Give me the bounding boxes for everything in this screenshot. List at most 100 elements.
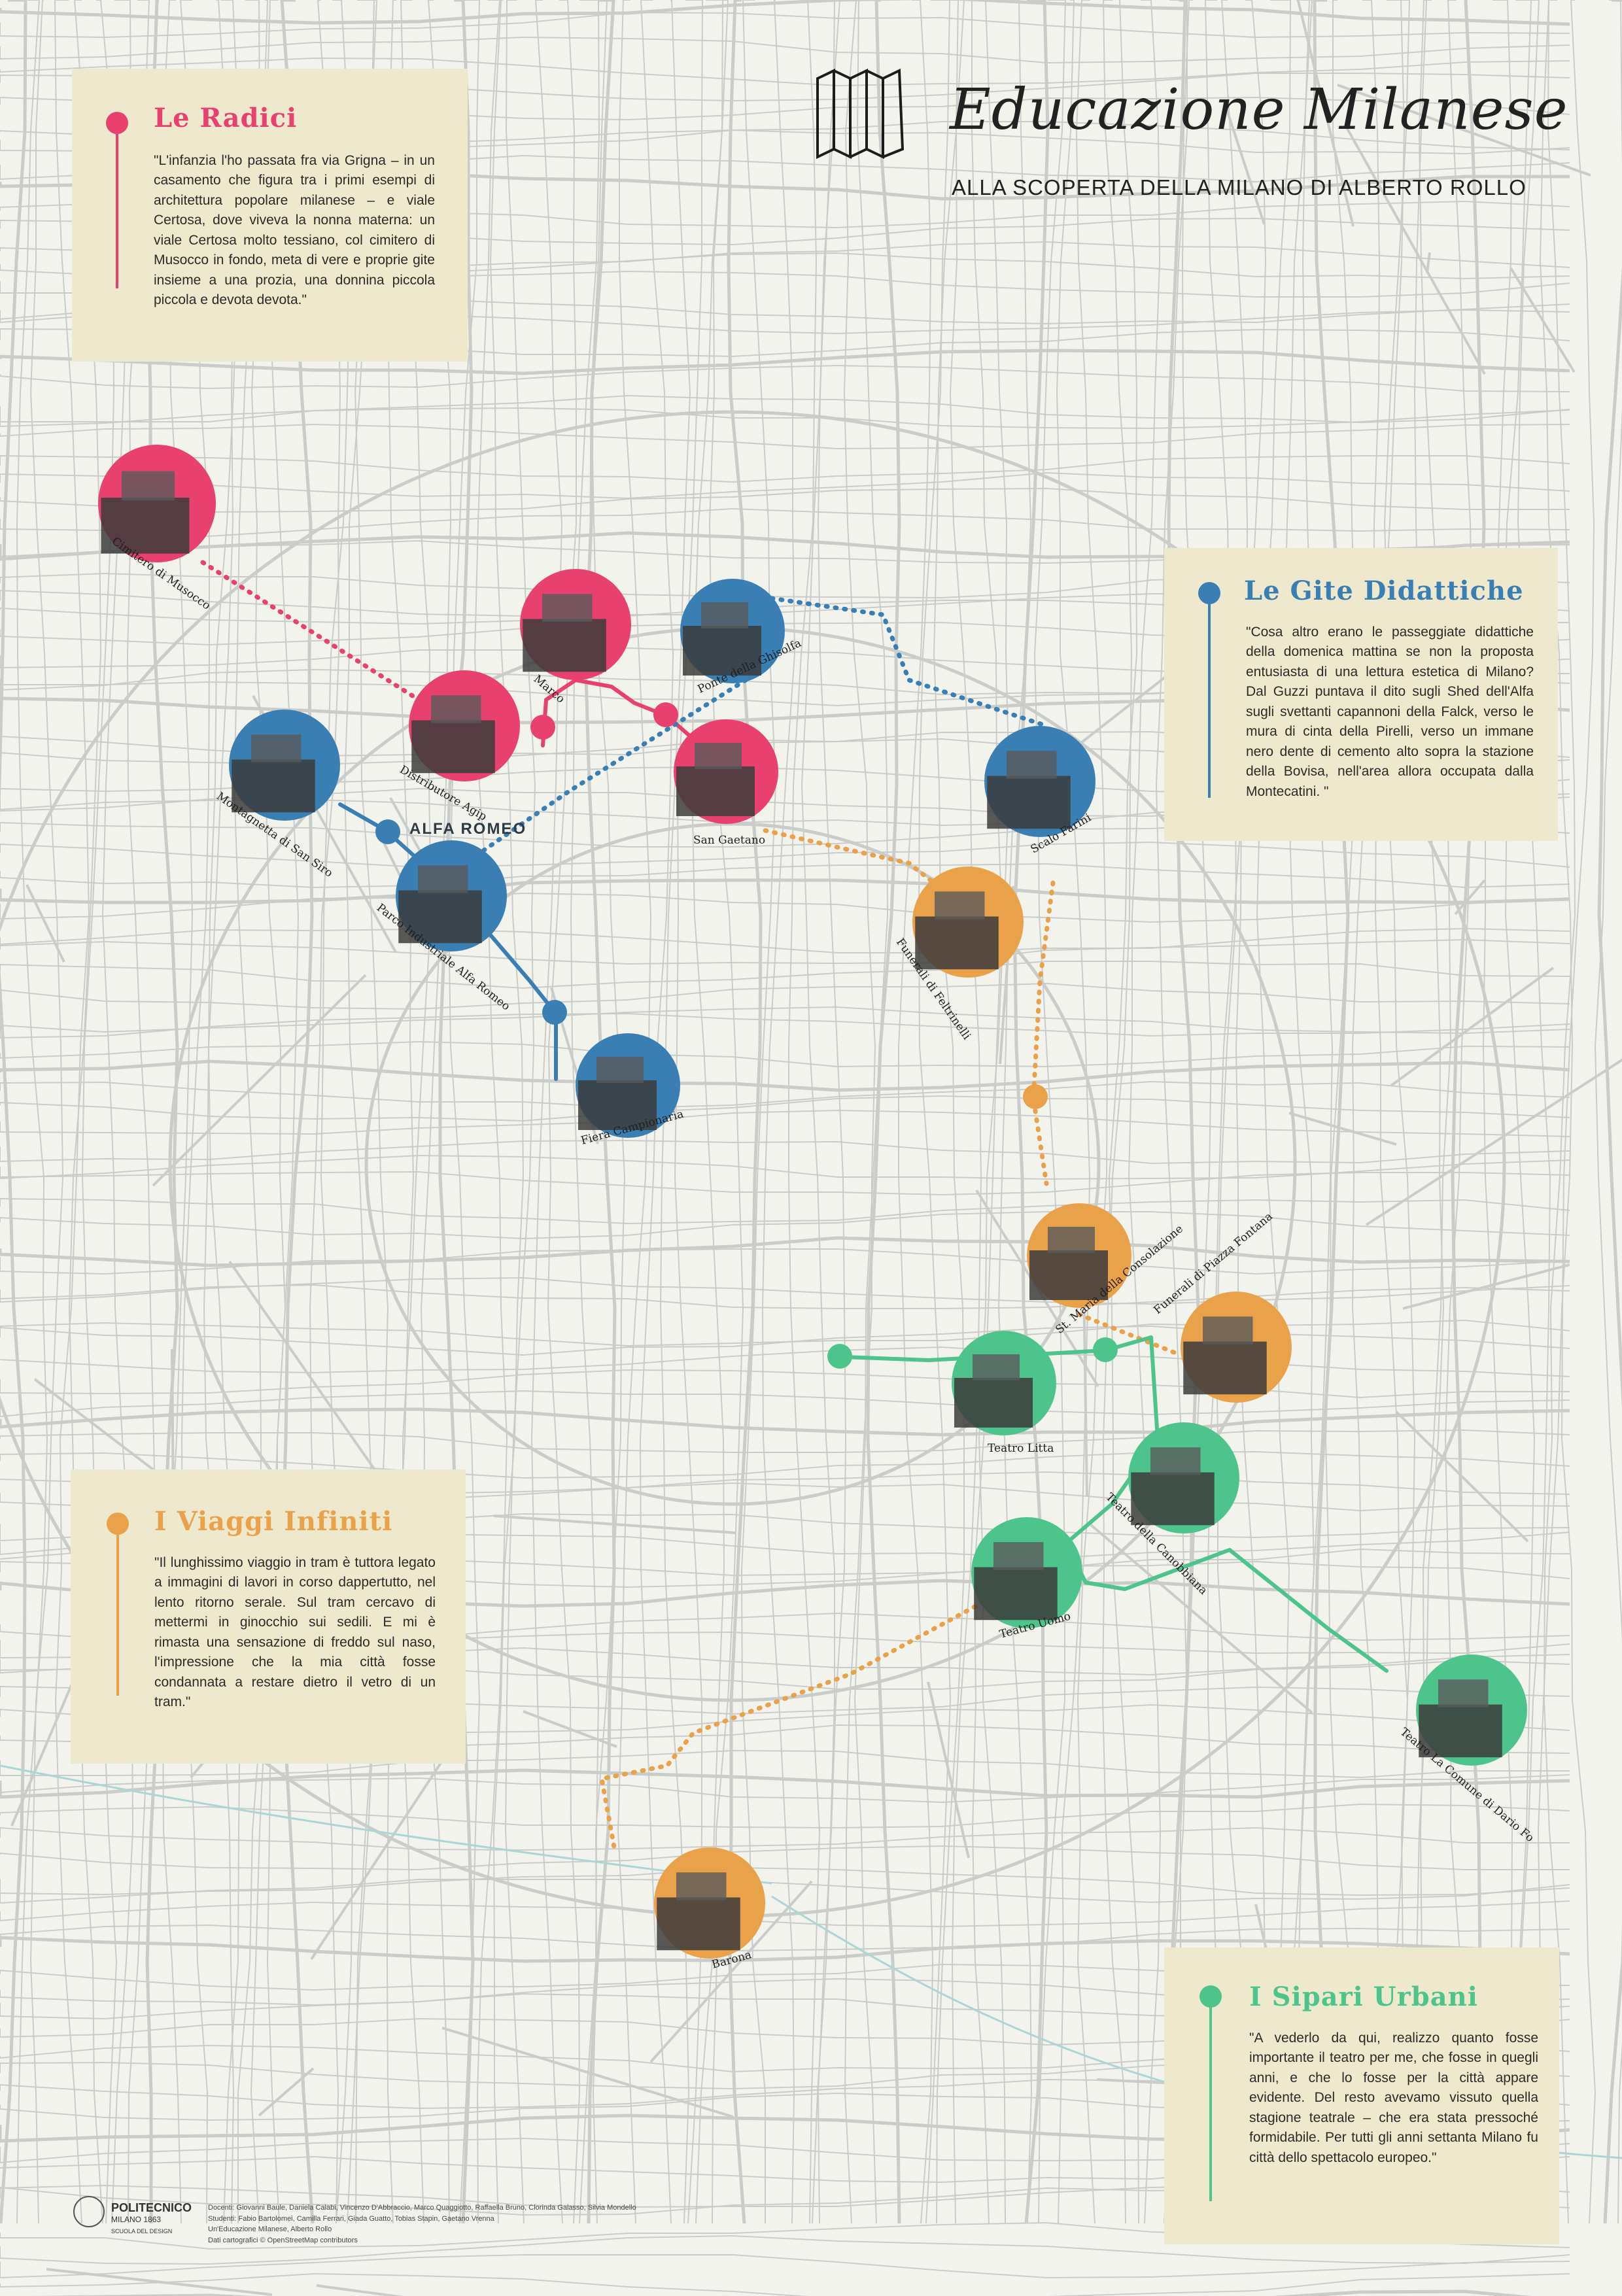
place-photo [974,1567,1058,1620]
routes [200,560,1389,1853]
street [0,1390,1570,1418]
street [530,0,563,2224]
place-photo [411,720,495,774]
footer-brand-sub: MILANO 1863 [111,2215,162,2224]
street [817,0,847,2224]
panel-quote: "Il lunghissimo viaggio in tram è tuttor… [154,1555,436,1710]
street [1337,84,1591,177]
gite-pin-stem [1208,602,1211,798]
place-photo-detail [122,471,175,501]
street [1288,1112,1397,1146]
street [1204,0,1237,2224]
street [1082,1282,1088,1497]
street [441,2027,734,2118]
panel-quote: "L'infanzia l'ho passata fra via Grigna … [154,153,435,308]
street [16,0,48,2224]
place-photo-detail [418,865,468,893]
street [1517,0,1551,2224]
place-label: Teatro Litta [988,1442,1054,1455]
street [1402,1263,1570,1310]
place-photo-detail [973,1354,1020,1380]
place-photo [1419,1704,1502,1758]
place-photo [1131,1472,1215,1526]
page-title: Educazione Milanese [950,77,1568,143]
street [0,1407,1570,1437]
street [1056,0,1091,2224]
street [0,1284,1570,1309]
place-photo-detail [701,602,748,628]
street [727,0,763,2224]
credit-line: Un'Educazione Milanese, Alberto Rollo [208,2225,332,2233]
footer-brand-name: POLITECNICO [111,2201,192,2214]
street [0,927,1570,953]
street [0,1277,1570,1305]
ring-road [364,822,1101,1506]
street [1383,0,1416,2224]
panel-title: I Viaggi Infiniti [154,1506,393,1537]
street [0,0,27,2224]
street [0,2272,1570,2296]
street [740,0,777,2223]
route-stop [1023,1084,1048,1109]
sipari-pin-stem [1209,2005,1212,2201]
place-photo-detail [251,734,302,762]
panel-sipari: I Sipari Urbani "A vederlo da qui, reali… [1164,1947,1559,2244]
route-stop [530,715,555,740]
street [1235,0,1267,2224]
street [258,2067,315,2117]
credit-line: Dati cartografici © OpenStreetMap contri… [208,2236,358,2244]
street [1510,267,1576,373]
street [1502,0,1536,2224]
radici-pin-icon [106,112,128,134]
politecnico-seal-icon [73,2196,105,2227]
route-line [481,677,748,853]
street [1365,1058,1622,1226]
street [1296,0,1355,227]
street [0,1429,1570,1453]
street [0,364,1570,392]
panel-title: I Sipari Urbani [1249,1981,1478,2012]
street [1215,0,1249,2224]
street [997,0,1033,2224]
street [0,1236,1570,1267]
street [1561,0,1596,2224]
route-line [200,560,421,702]
street [1101,0,1133,2224]
street [866,0,901,2224]
street [0,1319,1570,1347]
street [1090,1524,1313,1714]
place-photo [1029,1250,1108,1300]
street [493,1515,736,1534]
place-photo [578,1080,657,1130]
place-photo-detail [1203,1316,1253,1345]
street [438,0,475,2224]
street [26,884,65,963]
street [310,1727,465,1961]
street [54,0,90,2224]
street [0,1248,1570,1275]
street [1426,252,1431,273]
street [152,974,367,1187]
street [1390,967,1555,1087]
panel-title: Le Gite Didattiche [1244,575,1524,606]
place-photo-detail [1007,751,1057,779]
street [1324,0,1358,2224]
route-stop [827,1344,852,1369]
place-label: San Gaetano [693,834,765,847]
street [1444,0,1474,2224]
street [1128,0,1162,2224]
place-photo-detail [695,743,742,769]
street [1451,0,1486,2224]
place-photo-detail [676,1872,727,1900]
places [98,445,1527,1959]
street [927,1681,970,1859]
footer-brand: POLITECNICO MILANO 1863 SCUOLA DEL DESIG… [111,2201,192,2235]
place-photo-detail [1048,1227,1095,1253]
route-stop [375,819,400,844]
place-photo-detail [935,891,985,919]
panel-title: Le Radici [154,103,298,133]
street [918,0,952,2224]
street [691,0,725,2224]
street [933,0,965,2224]
naviglio-canal [0,1764,772,1885]
